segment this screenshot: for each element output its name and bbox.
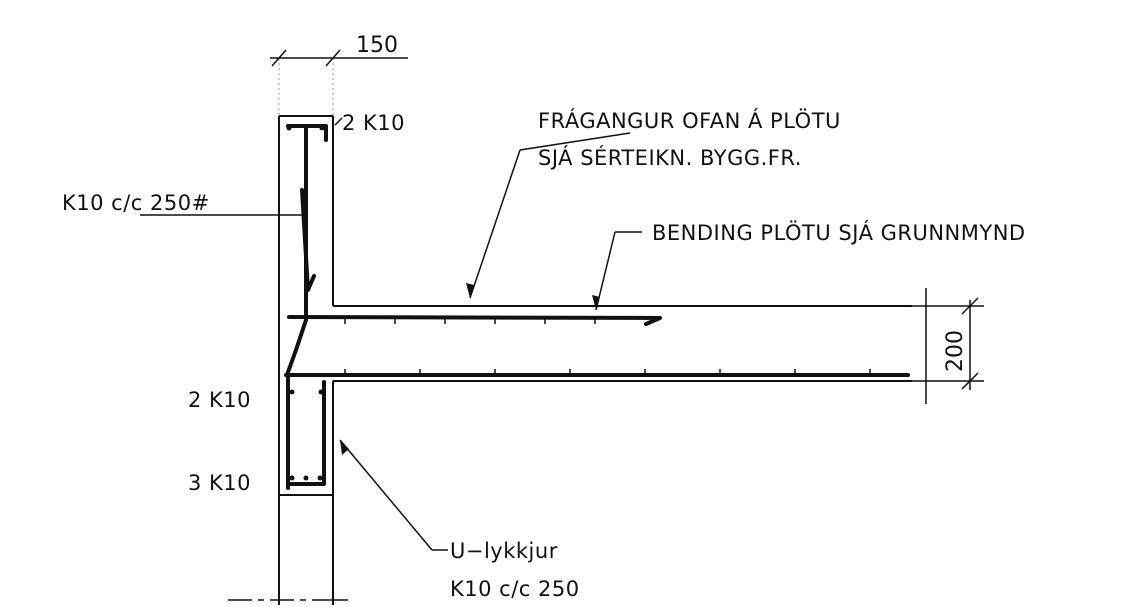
label-finish-line1: FRÁGANGUR OFAN Á PLÖTU xyxy=(538,108,841,133)
dimension-200 xyxy=(908,288,984,404)
wall-vertical-bar xyxy=(286,124,308,490)
leader-lines xyxy=(140,117,642,551)
label-top-bars: 2 K10 xyxy=(342,111,405,135)
wall-stirrup-hook xyxy=(300,188,316,292)
label-finish-line2: SJÁ SÉRTEIKN. BYGG.FR. xyxy=(538,145,802,170)
label-beam-top-bars: 2 K10 xyxy=(188,388,251,412)
dimension-wall-width: 150 xyxy=(356,33,398,58)
wall-stirrup xyxy=(286,124,328,142)
bar-dots xyxy=(286,125,325,481)
reinforcement xyxy=(284,124,910,490)
label-u-loop-line2: K10 c/c 250 xyxy=(450,577,580,601)
leader-arrowheads xyxy=(340,283,600,455)
label-stirrup-spacing: K10 c/c 250# xyxy=(62,191,210,215)
dimension-slab-thickness: 200 xyxy=(943,330,968,372)
extension-lines xyxy=(278,58,334,116)
label-u-loop-line1: U−lykkjur xyxy=(450,539,558,563)
slab-top-bar xyxy=(287,315,662,326)
concrete-outline xyxy=(278,115,912,605)
label-beam-bottom-bars: 3 K10 xyxy=(188,471,251,495)
label-slab-reinforcement: BENDING PLÖTU SJÁ GRUNNMYND xyxy=(652,220,1026,245)
u-loop-bar xyxy=(286,380,326,486)
dimension-150 xyxy=(270,49,408,67)
slab-bar-ticks xyxy=(344,318,871,375)
